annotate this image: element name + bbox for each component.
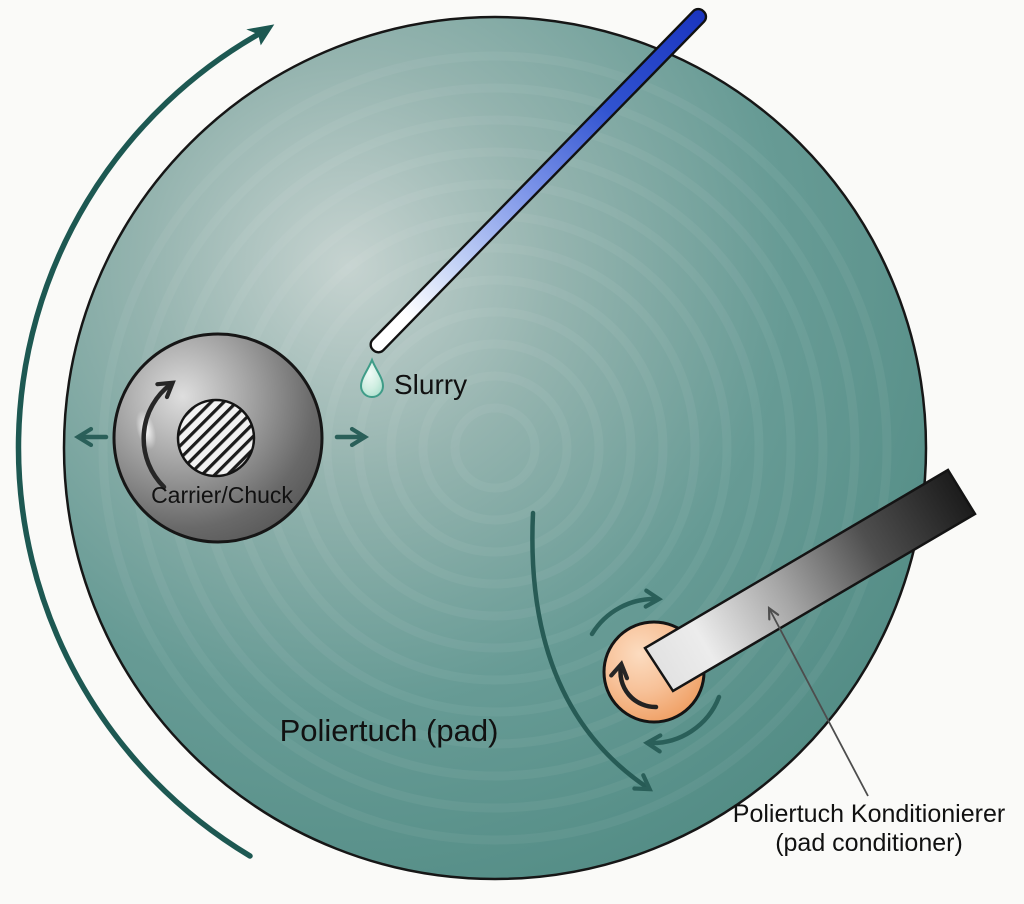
conditioner-label-line2: (pad conditioner) <box>775 829 963 857</box>
slurry-dispenser-arm <box>369 7 708 354</box>
slurry-droplet-icon <box>359 357 385 398</box>
conditioner-sweep-arrow <box>530 510 653 792</box>
conditioner-arm <box>643 468 977 693</box>
pad-label: Poliertuch (pad) <box>280 713 499 748</box>
conditioner-label-pointer <box>767 606 869 797</box>
wafer <box>176 398 256 478</box>
conditioner-rotation-arrow <box>609 660 659 710</box>
carrier-chuck: Carrier/Chuck <box>112 332 324 544</box>
slurry-label: Slurry <box>394 369 467 400</box>
conditioner-orbit-arrow-bottom <box>642 694 722 754</box>
conditioner-label-line1: Poliertuch Konditionierer <box>733 800 1005 828</box>
carrier-label: Carrier/Chuck <box>151 482 293 508</box>
pad-rotation-arrow <box>15 24 275 859</box>
carrier-rotation-arrow <box>141 380 176 490</box>
conditioner-orbit-arrow-top <box>589 588 664 637</box>
